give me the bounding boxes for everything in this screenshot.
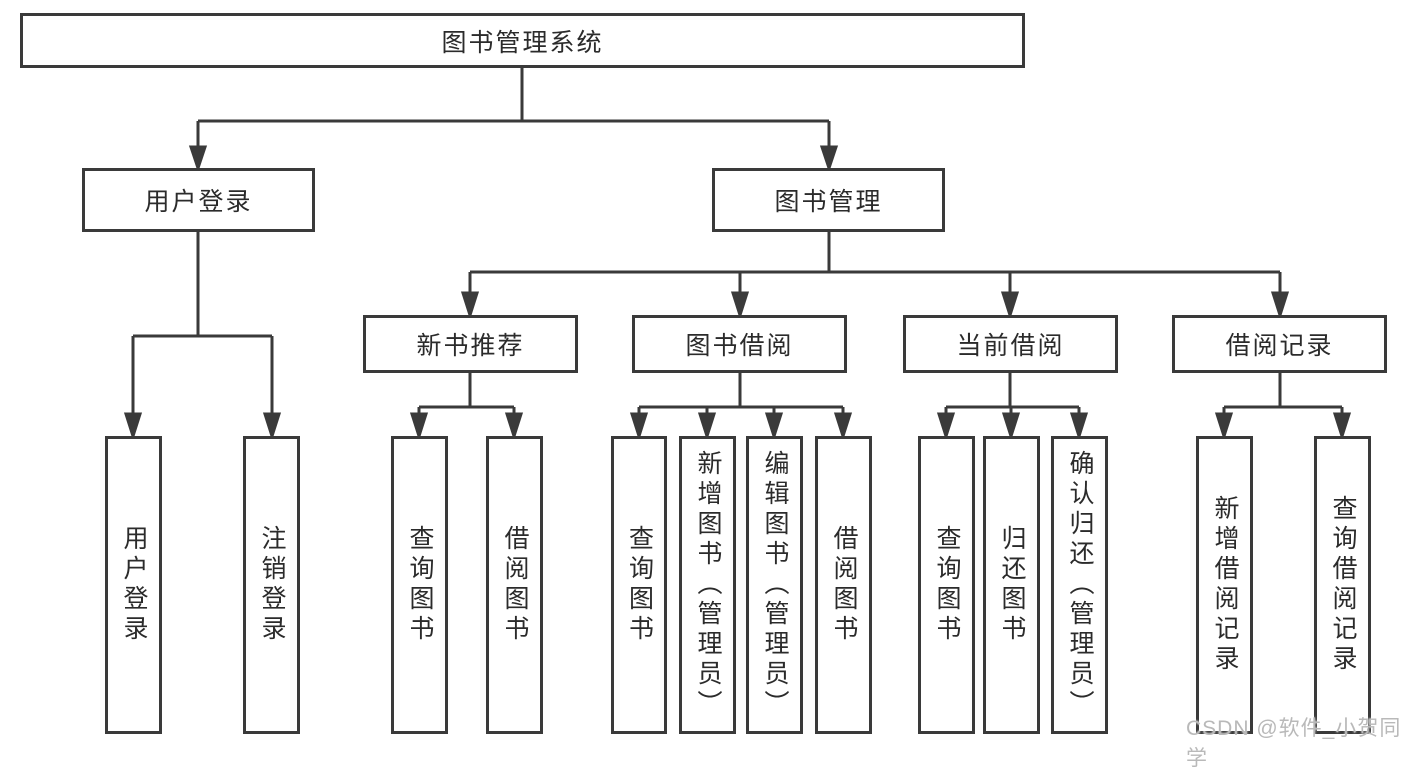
node-label: 借阅图书 bbox=[501, 525, 529, 645]
arrowhead-icon bbox=[460, 291, 480, 320]
leaf-query-book-recommend: 查询图书 bbox=[391, 436, 448, 734]
node-label: 借阅图书 bbox=[830, 525, 858, 645]
node-label: 图书管理系统 bbox=[441, 28, 604, 57]
node-label: 查询图书 bbox=[933, 525, 961, 645]
leaf-logout-login: 注销登录 bbox=[243, 436, 300, 734]
node-book-borrow: 图书借阅 bbox=[632, 315, 847, 373]
node-label: 用户登录 bbox=[120, 525, 148, 645]
arrowhead-icon bbox=[1214, 412, 1234, 441]
leaf-edit-book-admin: 编辑图书（管理员） bbox=[746, 436, 803, 734]
arrowhead-icon bbox=[764, 412, 784, 441]
connector-user-login-to-leaves bbox=[123, 232, 282, 441]
leaf-borrow-book: 借阅图书 bbox=[815, 436, 872, 734]
arrowhead-icon bbox=[262, 412, 282, 441]
node-label: 查询图书 bbox=[406, 525, 434, 645]
node-label: 图书借阅 bbox=[685, 332, 794, 360]
node-user-login-branch: 用户登录 bbox=[82, 168, 315, 232]
csdn-watermark: CSDN @软件_小贺同学 bbox=[1186, 717, 1402, 770]
connector-new-book-to-leaves bbox=[409, 373, 524, 441]
node-label: 新增借阅记录 bbox=[1211, 495, 1239, 675]
connector-current-borrow-to-leaves bbox=[936, 373, 1089, 441]
node-label: 归还图书 bbox=[998, 525, 1026, 645]
arrowhead-icon bbox=[936, 412, 956, 441]
arrowhead-icon bbox=[1332, 412, 1352, 441]
node-label: 新增图书（管理员） bbox=[694, 450, 722, 720]
leaf-return-book: 归还图书 bbox=[983, 436, 1040, 734]
arrowhead-icon bbox=[1001, 412, 1021, 441]
node-label: 当前借阅 bbox=[956, 332, 1065, 360]
arrowhead-icon bbox=[188, 145, 208, 173]
arrowhead-icon bbox=[409, 412, 429, 441]
arrowhead-icon bbox=[833, 412, 853, 441]
leaf-borrow-book-recommend: 借阅图书 bbox=[486, 436, 543, 734]
node-label: 确认归还（管理员） bbox=[1066, 450, 1094, 720]
node-label: 编辑图书（管理员） bbox=[761, 450, 789, 720]
leaf-add-borrow-record: 新增借阅记录 bbox=[1196, 436, 1253, 734]
connector-book-borrow-to-leaves bbox=[629, 373, 853, 441]
leaf-query-book-borrow: 查询图书 bbox=[611, 436, 667, 734]
connector-root-to-level2 bbox=[188, 68, 839, 173]
node-book-management-branch: 图书管理 bbox=[712, 168, 945, 232]
arrowhead-icon bbox=[819, 145, 839, 173]
arrowhead-icon bbox=[697, 412, 717, 441]
node-label: 借阅记录 bbox=[1225, 332, 1334, 360]
arrowhead-icon bbox=[504, 412, 524, 441]
library-system-structure-diagram: 图书管理系统 用户登录 图书管理 新书推荐 图书借阅 当前借阅 借阅记录 用户登… bbox=[20, 13, 1400, 770]
arrowhead-icon bbox=[123, 412, 143, 441]
node-label: 注销登录 bbox=[258, 525, 286, 645]
arrowhead-icon bbox=[629, 412, 649, 441]
node-new-book-recommend: 新书推荐 bbox=[363, 315, 578, 373]
arrowhead-icon bbox=[1000, 291, 1020, 320]
leaf-query-borrow-record: 查询借阅记录 bbox=[1314, 436, 1371, 734]
arrowhead-icon bbox=[1069, 412, 1089, 441]
leaf-add-book-admin: 新增图书（管理员） bbox=[679, 436, 736, 734]
arrowhead-icon bbox=[1270, 291, 1290, 320]
node-label: 用户登录 bbox=[144, 188, 253, 216]
node-label: 新书推荐 bbox=[416, 332, 525, 360]
leaf-user-login: 用户登录 bbox=[105, 436, 162, 734]
node-current-borrow: 当前借阅 bbox=[903, 315, 1118, 373]
node-label: 查询借阅记录 bbox=[1329, 495, 1357, 675]
connector-book-mgmt-to-level3 bbox=[460, 232, 1290, 320]
leaf-confirm-return-admin: 确认归还（管理员） bbox=[1051, 436, 1108, 734]
connector-borrow-record-to-leaves bbox=[1214, 373, 1352, 441]
leaf-query-book-current: 查询图书 bbox=[918, 436, 975, 734]
node-label: 图书管理 bbox=[774, 188, 883, 216]
arrowhead-icon bbox=[730, 291, 750, 320]
node-root-library-system: 图书管理系统 bbox=[20, 13, 1025, 68]
node-label: 查询图书 bbox=[625, 525, 654, 645]
node-borrow-record: 借阅记录 bbox=[1172, 315, 1387, 373]
